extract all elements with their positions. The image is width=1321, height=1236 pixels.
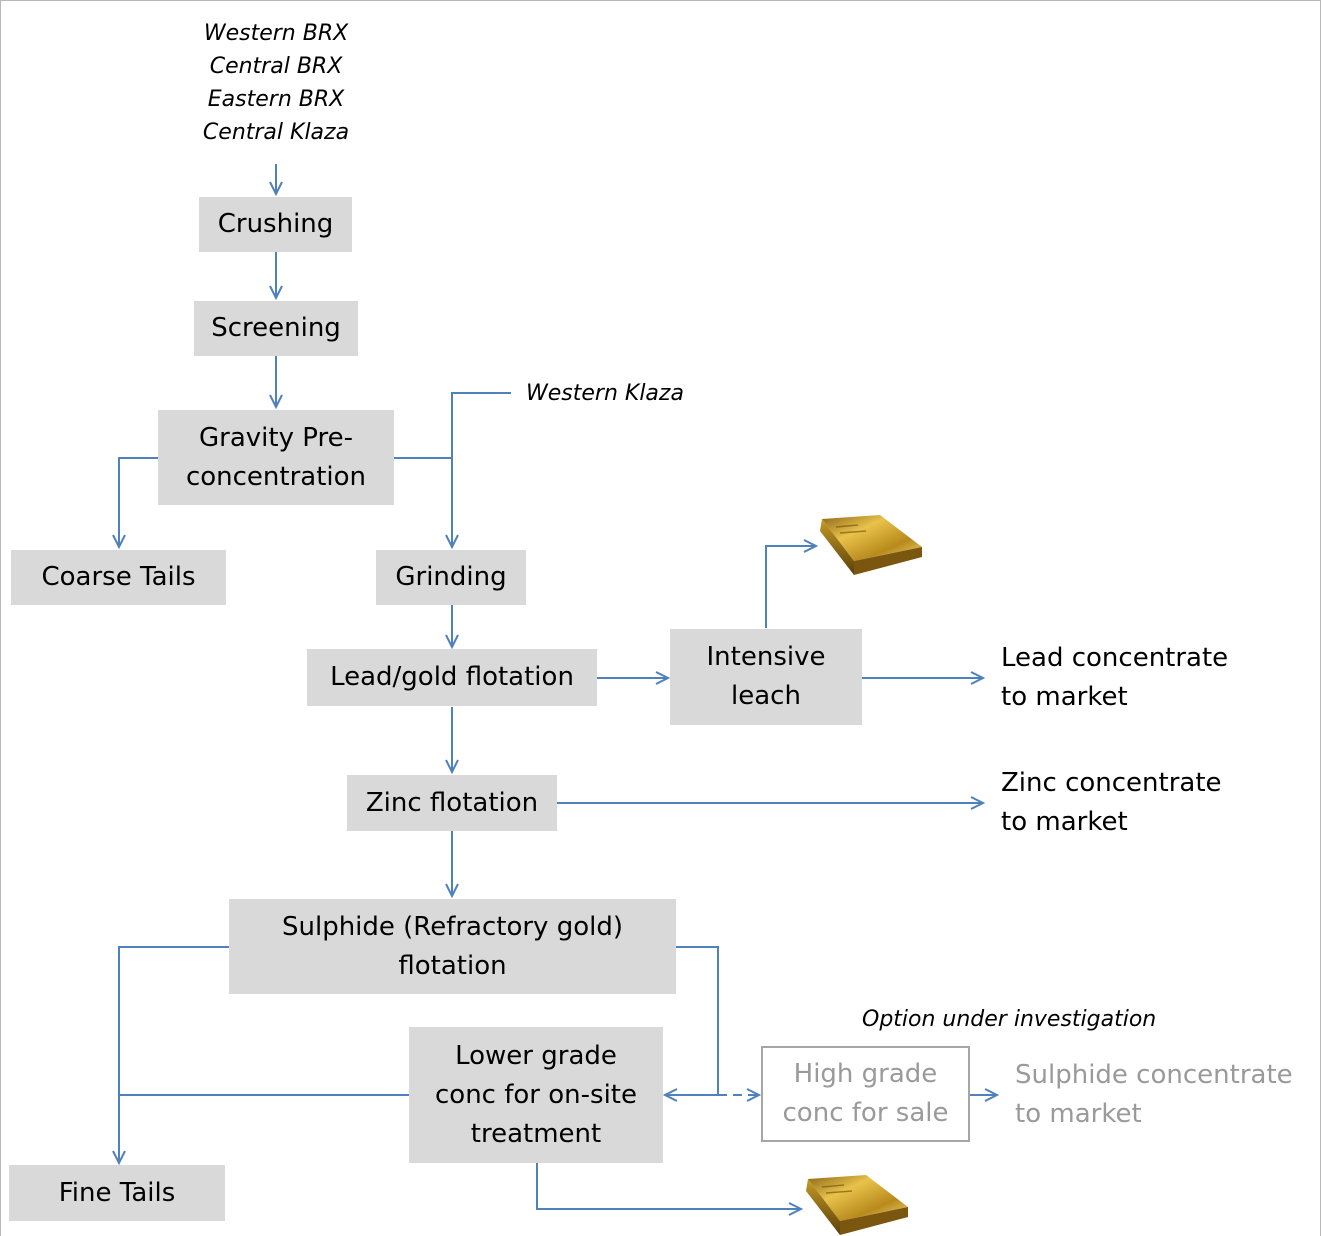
gold-bar-icon (806, 1175, 908, 1235)
sulphide-flotation-box: Sulphide (Refractory gold) flotation (229, 899, 676, 994)
high-grade-conc-box: High grade conc for sale (761, 1046, 970, 1142)
zinc-flotation-box: Zinc flotation (347, 775, 557, 831)
arrow-sulphide-to-lower-grade (665, 946, 719, 1095)
sulphide-concentrate-label: Sulphide concentrate to market (1015, 1060, 1293, 1129)
crushing-box: Crushing (199, 197, 352, 252)
screening-box: Screening (194, 301, 358, 356)
fine-tails-box: Fine Tails (9, 1165, 225, 1221)
intensive-leach-box: Intensive leach (670, 629, 862, 725)
coarse-tails-box: Coarse Tails (11, 550, 226, 605)
arrow-gravity-to-grinding (393, 457, 452, 547)
zinc-concentrate-label: Zinc concentrate to market (1001, 768, 1222, 837)
arrow-lower-grade-to-gold (536, 1162, 801, 1209)
lower-grade-conc-box: Lower grade conc for on-site treatment (409, 1027, 663, 1163)
arrow-gravity-to-coarse-tails (119, 457, 158, 547)
western-klaza-label: Western Klaza (526, 381, 684, 406)
gold-bar-icon (820, 515, 922, 575)
arrow-sulphide-to-fine-tails (119, 946, 229, 1163)
lead-gold-flotation-box: Lead/gold flotation (307, 649, 597, 706)
line-western-klaza-feed (451, 392, 511, 458)
feed-sources-label: Western BRX Central BRX Eastern BRX Cent… (202, 21, 350, 145)
grinding-box: Grinding (376, 550, 526, 605)
lead-concentrate-label: Lead concentrate to market (1001, 643, 1229, 712)
option-under-investigation-label: Option under investigation (862, 1007, 1157, 1032)
gravity-preconcentration-box: Gravity Pre- concentration (158, 410, 394, 505)
arrow-leach-to-gold (765, 546, 816, 628)
